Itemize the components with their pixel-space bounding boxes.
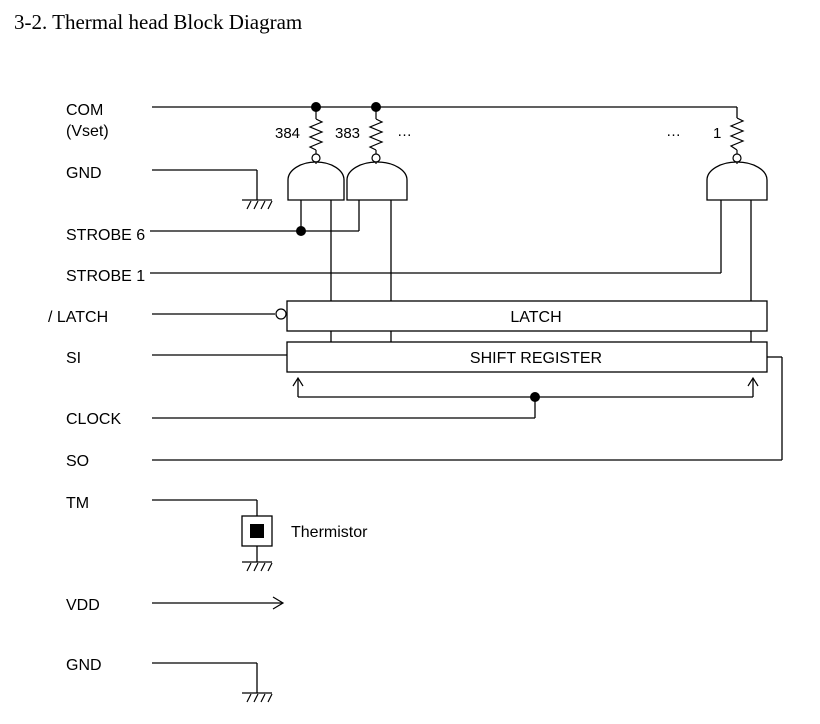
- pin-label-tm: TM: [66, 495, 89, 512]
- pin-label-clock: CLOCK: [66, 411, 121, 428]
- thermistor-label: Thermistor: [291, 524, 368, 541]
- com-line: [152, 102, 738, 118]
- pin-label-com: COM: [66, 102, 103, 119]
- vdd-arrow: [152, 596, 285, 610]
- resistor-383: [368, 107, 384, 163]
- pin-label-strobe6: STROBE 6: [66, 227, 145, 244]
- pin-label-gnd-2: GND: [66, 657, 102, 674]
- latch-shift-links: [330, 331, 752, 342]
- pin-label-so: SO: [66, 453, 89, 470]
- thermistor: [152, 499, 273, 572]
- resistor-1-label: 1: [713, 125, 721, 142]
- latch-block-label: LATCH: [510, 309, 561, 326]
- pin-label-vdd: VDD: [66, 597, 100, 614]
- strobe6-wiring: [150, 200, 360, 236]
- so-wiring: [152, 356, 783, 461]
- ellipsis-left: …: [397, 123, 412, 140]
- latch-block: [286, 300, 768, 332]
- ground-symbol-bottom: [152, 662, 273, 703]
- page-title: 3-2. Thermal head Block Diagram: [14, 10, 303, 34]
- pin-label-strobe1: STROBE 1: [66, 268, 145, 285]
- resistor-383-label: 383: [335, 125, 360, 142]
- ellipsis-right: …: [666, 123, 681, 140]
- pin-label-vset: (Vset): [66, 123, 109, 140]
- gate-output-lines: [330, 200, 752, 301]
- resistor-1: [729, 117, 745, 163]
- latch-inverter-bubble: [275, 308, 287, 320]
- shift-register-label: SHIFT REGISTER: [470, 350, 602, 367]
- resistor-384: [308, 107, 324, 163]
- gate-383: [346, 161, 408, 201]
- ground-symbol-top: [152, 169, 273, 210]
- gate-1: [706, 161, 768, 201]
- pin-label-si: SI: [66, 350, 81, 367]
- pin-label-gnd: GND: [66, 165, 102, 182]
- resistor-384-label: 384: [275, 125, 300, 142]
- gate-384: [287, 161, 345, 201]
- pin-label-latch: / LATCH: [48, 309, 108, 326]
- strobe1-wiring: [150, 200, 722, 274]
- clock-wiring: [152, 376, 759, 419]
